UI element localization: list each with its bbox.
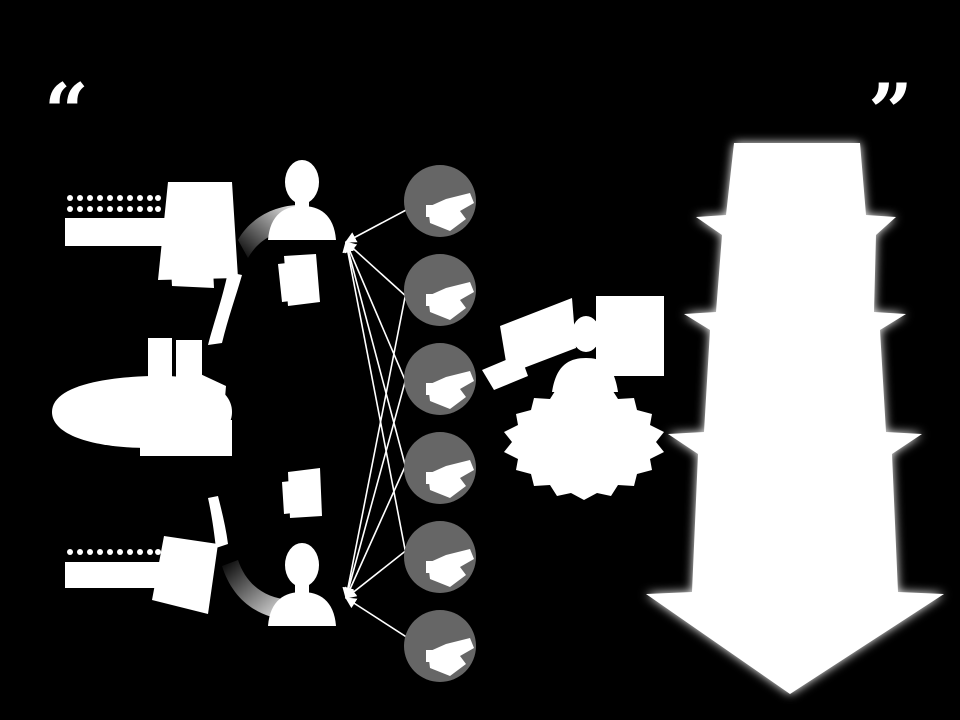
hand-cuff: [426, 472, 434, 484]
workstation-starburst: [504, 384, 664, 500]
source-node: [404, 343, 476, 415]
connection-arrow: [342, 240, 409, 566]
bottom-flow-arc: [222, 560, 290, 620]
hand-icon: [428, 193, 474, 231]
source-node: [404, 432, 476, 504]
close-quote-mark: ”: [868, 67, 913, 158]
source-nodes: [404, 165, 476, 682]
hand-cuff: [426, 561, 434, 573]
bottom-keyboard-icon: [65, 549, 165, 588]
hand-icon: [428, 549, 474, 587]
bottom-person-icon: [268, 543, 336, 626]
hand-cuff: [426, 650, 434, 662]
hand-cuff: [426, 294, 434, 306]
top-keyboard-keys: [67, 195, 161, 212]
top-down-arc: [208, 272, 242, 345]
hand-cuff: [426, 205, 434, 217]
hand-icon: [428, 371, 474, 409]
top-person-icon: [268, 160, 336, 240]
source-node: [404, 165, 476, 237]
desk-icon: [52, 338, 232, 456]
bottom-papers-icon: [282, 468, 322, 518]
connection-arrow: [344, 240, 409, 388]
connection-arrow: [343, 240, 409, 477]
open-quote-mark: “: [44, 67, 89, 158]
top-keyboard-icon: [65, 195, 175, 246]
connection-arrow: [345, 548, 409, 599]
source-node: [404, 610, 476, 682]
bottom-keyboard-keys: [67, 549, 161, 555]
connection-arrow: [345, 597, 409, 639]
connection-arrow: [345, 208, 409, 243]
bottom-up-arc: [208, 496, 228, 548]
source-node: [404, 521, 476, 593]
connection-arrow: [342, 281, 409, 600]
hand-icon: [428, 282, 474, 320]
big-down-arrow: [646, 143, 944, 694]
top-papers-icon: [278, 254, 320, 306]
hand-icon: [428, 638, 474, 676]
connection-arrow: [345, 459, 409, 600]
connection-arrow: [345, 241, 409, 299]
workstation-icon: [482, 296, 664, 500]
bottom-document-icon: [152, 536, 218, 614]
connection-arrow: [343, 370, 409, 600]
connection-arrows: [342, 208, 409, 639]
top-document-icon: [158, 182, 238, 288]
source-node: [404, 254, 476, 326]
hand-icon: [428, 460, 474, 498]
hand-cuff: [426, 383, 434, 395]
